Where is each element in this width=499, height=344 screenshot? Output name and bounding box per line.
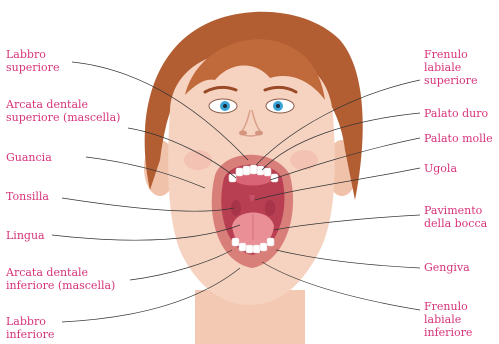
label-frenulo-superiore: Frenulo labiale superiore [424,48,477,87]
label-tonsilla: Tonsilla [6,190,49,203]
label-palato-duro: Palato duro [424,107,488,120]
label-arcata-superiore: Arcata dentale superiore (mascella) [6,98,120,124]
label-labbro-inferiore: Labbro inferiore [6,315,54,341]
right-nostril [255,131,263,136]
label-gengiva: Gengiva [424,261,470,274]
right-pupil [276,104,280,108]
label-pavimento: Pavimento della bocca [424,204,487,230]
label-guancia: Guancia [6,151,52,164]
label-ugola: Ugola [424,162,457,175]
left-pupil [223,104,227,108]
right-cheek [290,150,318,170]
label-lingua: Lingua [6,229,45,242]
right-tonsil [265,200,275,216]
label-arcata-inferiore: Arcata dentale inferiore (mascella) [6,266,115,292]
label-frenulo-inferiore: Frenulo labiale inferiore [424,300,472,339]
left-nostril [239,131,247,136]
label-palato-molle: Palato molle [424,132,493,145]
label-labbro-superiore: Labbro superiore [6,48,59,74]
